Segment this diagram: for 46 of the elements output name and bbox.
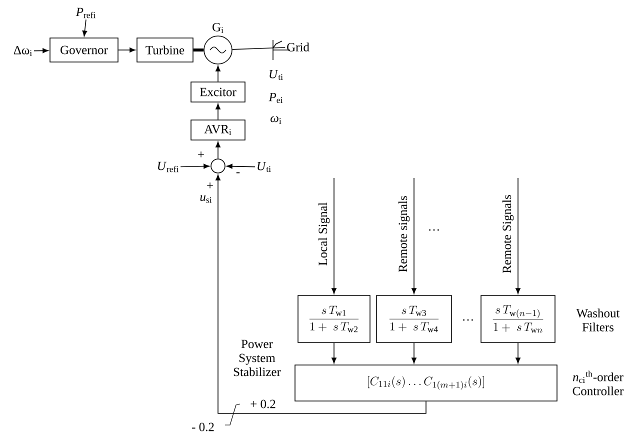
signal-label: U$_{ti}$ — [258, 162, 271, 172]
filter-box: $\frac{s\,T_{\mathrm{w}(n\mathrm{-}1)}}{1+\ s\,T_{\mathrm{w}n}}$ — [480, 295, 556, 343]
signal-label: … — [429, 229, 439, 231]
edge-label: Remote Signals — [502, 195, 514, 274]
filter-box: $\frac{s\,T_{\mathrm{w1}}}{1+\ s\,T_{\mathrm{w2}}}$ — [298, 295, 370, 343]
arrow — [216, 66, 220, 82]
signal-label: - 0.2 — [192, 422, 214, 432]
arrow — [412, 342, 416, 364]
edge-label: Remote signals — [398, 196, 410, 272]
block-caption: Power System Stabilizer — [234, 340, 281, 376]
block-box: Turbine — [136, 38, 194, 62]
arrow — [516, 178, 520, 294]
arrow — [332, 178, 336, 294]
arrow — [82, 19, 88, 36]
block-box: AVR$_{i}$ — [190, 120, 246, 140]
block-caption: Washout Filters — [576, 308, 620, 332]
signal-label: + — [207, 182, 213, 188]
arrow — [412, 178, 416, 294]
signal-label: P$_{ei}$ — [268, 92, 283, 104]
arrow — [332, 342, 336, 364]
arrow — [180, 164, 210, 169]
arrow — [34, 48, 48, 54]
signal-label: ω$_{i}$ — [270, 116, 282, 124]
signal-label: U$_{ti}$ — [270, 70, 283, 80]
arrow — [216, 142, 220, 159]
block-box: Excitor — [190, 82, 246, 102]
arrow — [226, 164, 256, 169]
block-caption: n$_{ci}$$^{th}$-order Controller — [572, 370, 624, 396]
summing-junction — [210, 158, 226, 174]
block-box: Governor — [50, 38, 118, 62]
edge-label: u$_{si}$ — [200, 195, 212, 203]
signal-label: Grid — [287, 42, 310, 52]
signal-label: + 0.2 — [250, 400, 276, 408]
filter-box: $\frac{s\,T_{\mathrm{w3}}}{1+\ s\,T_{\mathrm{w4}}}$ — [376, 295, 452, 343]
controller-box: $[C_{11i}(s)\,.\,.\,.\,C_{1(m+1)i}(s)]$ — [294, 364, 558, 402]
signal-label: P$_{refi}$ — [76, 8, 96, 18]
edge-label: Local Signal — [318, 202, 330, 266]
signal-label: Δω$_{i}$ — [14, 46, 32, 56]
arrow — [216, 104, 220, 120]
signal-label: + — [198, 151, 204, 158]
arrow — [216, 174, 426, 414]
arrow — [118, 48, 136, 52]
signal-label: U$_{refi}$ — [158, 162, 178, 172]
signal-label: - — [236, 172, 240, 174]
arrow — [516, 342, 520, 364]
signal-label: … — [463, 319, 473, 321]
